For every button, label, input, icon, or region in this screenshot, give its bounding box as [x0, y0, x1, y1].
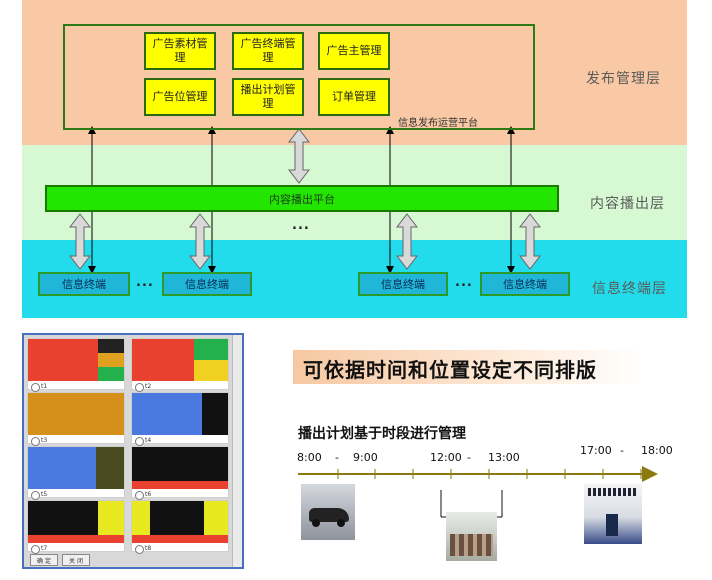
- layout-option-label: t8: [145, 545, 152, 552]
- time-label: 18:00: [641, 444, 673, 457]
- terminal-layer-band: [22, 240, 687, 318]
- publish-layer-label: 发布管理层: [586, 71, 661, 87]
- time-label: 8:00: [297, 451, 322, 464]
- layout-radio[interactable]: [135, 437, 144, 446]
- time-label: -: [335, 451, 339, 464]
- layout-option-label: t2: [145, 383, 152, 390]
- layout-option[interactable]: t1: [27, 338, 125, 392]
- layout-radio[interactable]: [135, 545, 144, 554]
- time-label: 9:00: [353, 451, 378, 464]
- terminal-box[interactable]: 信息终端: [480, 272, 570, 296]
- meeting-room-image: [446, 512, 497, 561]
- terminal-box[interactable]: 信息终端: [162, 272, 252, 296]
- layout-radio[interactable]: [31, 437, 40, 446]
- time-label: -: [467, 451, 471, 464]
- publish-platform-title: 信息发布运营平台: [398, 118, 478, 129]
- confirm-button[interactable]: 确 定: [30, 554, 58, 566]
- terminal-layer-label: 信息终端层: [592, 281, 667, 297]
- subheadline: 播出计划基于时段进行管理: [298, 426, 466, 442]
- terminal-box[interactable]: 信息终端: [38, 272, 130, 296]
- publish-platform-box: [63, 24, 535, 130]
- close-button[interactable]: 关 闭: [62, 554, 90, 566]
- layout-radio[interactable]: [135, 491, 144, 500]
- layout-picker-window: t1 t2 t3 t4 t5 t6 t7: [22, 333, 244, 569]
- layout-radio[interactable]: [135, 383, 144, 392]
- layout-option-label: t5: [41, 491, 48, 498]
- module-advertiser[interactable]: 广告主管理: [318, 32, 390, 70]
- layout-option-label: t1: [41, 383, 48, 390]
- layout-option[interactable]: t6: [131, 446, 229, 500]
- layout-option-label: t6: [145, 491, 152, 498]
- layout-option-label: t3: [41, 437, 48, 444]
- car-ad-image: [301, 484, 355, 540]
- layout-option-label: t7: [41, 545, 48, 552]
- presentation-image: [584, 484, 642, 544]
- layout-option[interactable]: t7: [27, 500, 125, 554]
- time-label: 17:00: [580, 444, 612, 457]
- layout-radio[interactable]: [31, 545, 40, 554]
- time-label: 12:00: [430, 451, 462, 464]
- content-layer-label: 内容播出层: [590, 196, 665, 212]
- layout-option[interactable]: t2: [131, 338, 229, 392]
- module-ad-terminal[interactable]: 广告终端管理: [232, 32, 304, 70]
- layout-radio[interactable]: [31, 383, 40, 392]
- ellipsis-terminals-right: ...: [455, 275, 473, 290]
- content-platform-bar[interactable]: 内容播出平台: [45, 185, 559, 212]
- module-play-plan[interactable]: 播出计划管理: [232, 78, 304, 116]
- terminal-box[interactable]: 信息终端: [358, 272, 448, 296]
- headline: 可依据时间和位置设定不同排版: [303, 358, 597, 382]
- time-label: 13:00: [488, 451, 520, 464]
- layout-option-label: t4: [145, 437, 152, 444]
- module-orders[interactable]: 订单管理: [318, 78, 390, 116]
- layout-option[interactable]: t8: [131, 500, 229, 554]
- layout-option[interactable]: t5: [27, 446, 125, 500]
- layout-option[interactable]: t3: [27, 392, 125, 446]
- hollow-arrow: [68, 128, 542, 270]
- ellipsis-terminals-left: ...: [136, 275, 154, 290]
- module-ad-slot[interactable]: 广告位管理: [144, 78, 216, 116]
- content-platform-title: 内容播出平台: [269, 192, 335, 206]
- layout-radio[interactable]: [31, 491, 40, 500]
- module-ad-material[interactable]: 广告素材管理: [144, 32, 216, 70]
- ellipsis-middle: ...: [292, 218, 310, 233]
- layout-option[interactable]: t4: [131, 392, 229, 446]
- headline-banner: [293, 350, 643, 384]
- time-label: -: [620, 444, 624, 457]
- picker-scrollbar[interactable]: [232, 335, 242, 567]
